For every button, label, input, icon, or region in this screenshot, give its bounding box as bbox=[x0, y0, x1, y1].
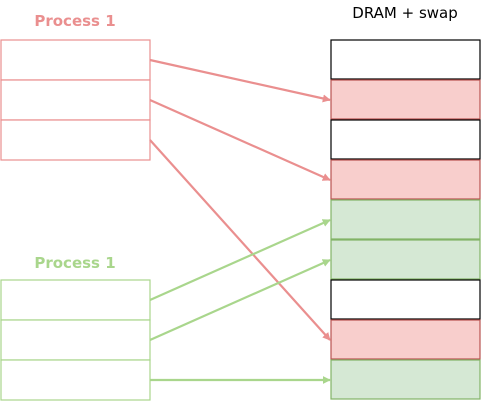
memory-frame-empty bbox=[330, 119, 481, 160]
mapping-arrow bbox=[149, 218, 331, 302]
mapping-arrow bbox=[149, 58, 331, 103]
process-b-page-table bbox=[0, 279, 151, 401]
memory-frame-process-b bbox=[330, 239, 481, 280]
process-a-title: Process 1 bbox=[34, 12, 115, 30]
process-a-page bbox=[0, 119, 151, 161]
memory-frame-process-b bbox=[330, 359, 481, 400]
process-b-page bbox=[0, 319, 151, 361]
memory-frame-process-a bbox=[330, 79, 481, 120]
memory-frame-process-a bbox=[330, 319, 481, 360]
memory-frame-empty bbox=[330, 39, 481, 80]
process-b-title: Process 1 bbox=[34, 254, 115, 272]
memory-frame-empty bbox=[330, 279, 481, 320]
mapping-arrows bbox=[149, 58, 331, 384]
process-b-page bbox=[0, 279, 151, 321]
process-a-page bbox=[0, 39, 151, 81]
memory-frame-process-b bbox=[330, 199, 481, 240]
mapping-arrow bbox=[149, 98, 331, 182]
process-a-page bbox=[0, 79, 151, 121]
process-a-page-table bbox=[0, 39, 151, 161]
mapping-arrow bbox=[149, 258, 331, 342]
memory-frame-column bbox=[330, 39, 481, 400]
mapping-arrow bbox=[149, 139, 331, 341]
memory-title: DRAM + swap bbox=[352, 4, 457, 22]
memory-frame-process-a bbox=[330, 159, 481, 200]
process-b-page bbox=[0, 359, 151, 401]
